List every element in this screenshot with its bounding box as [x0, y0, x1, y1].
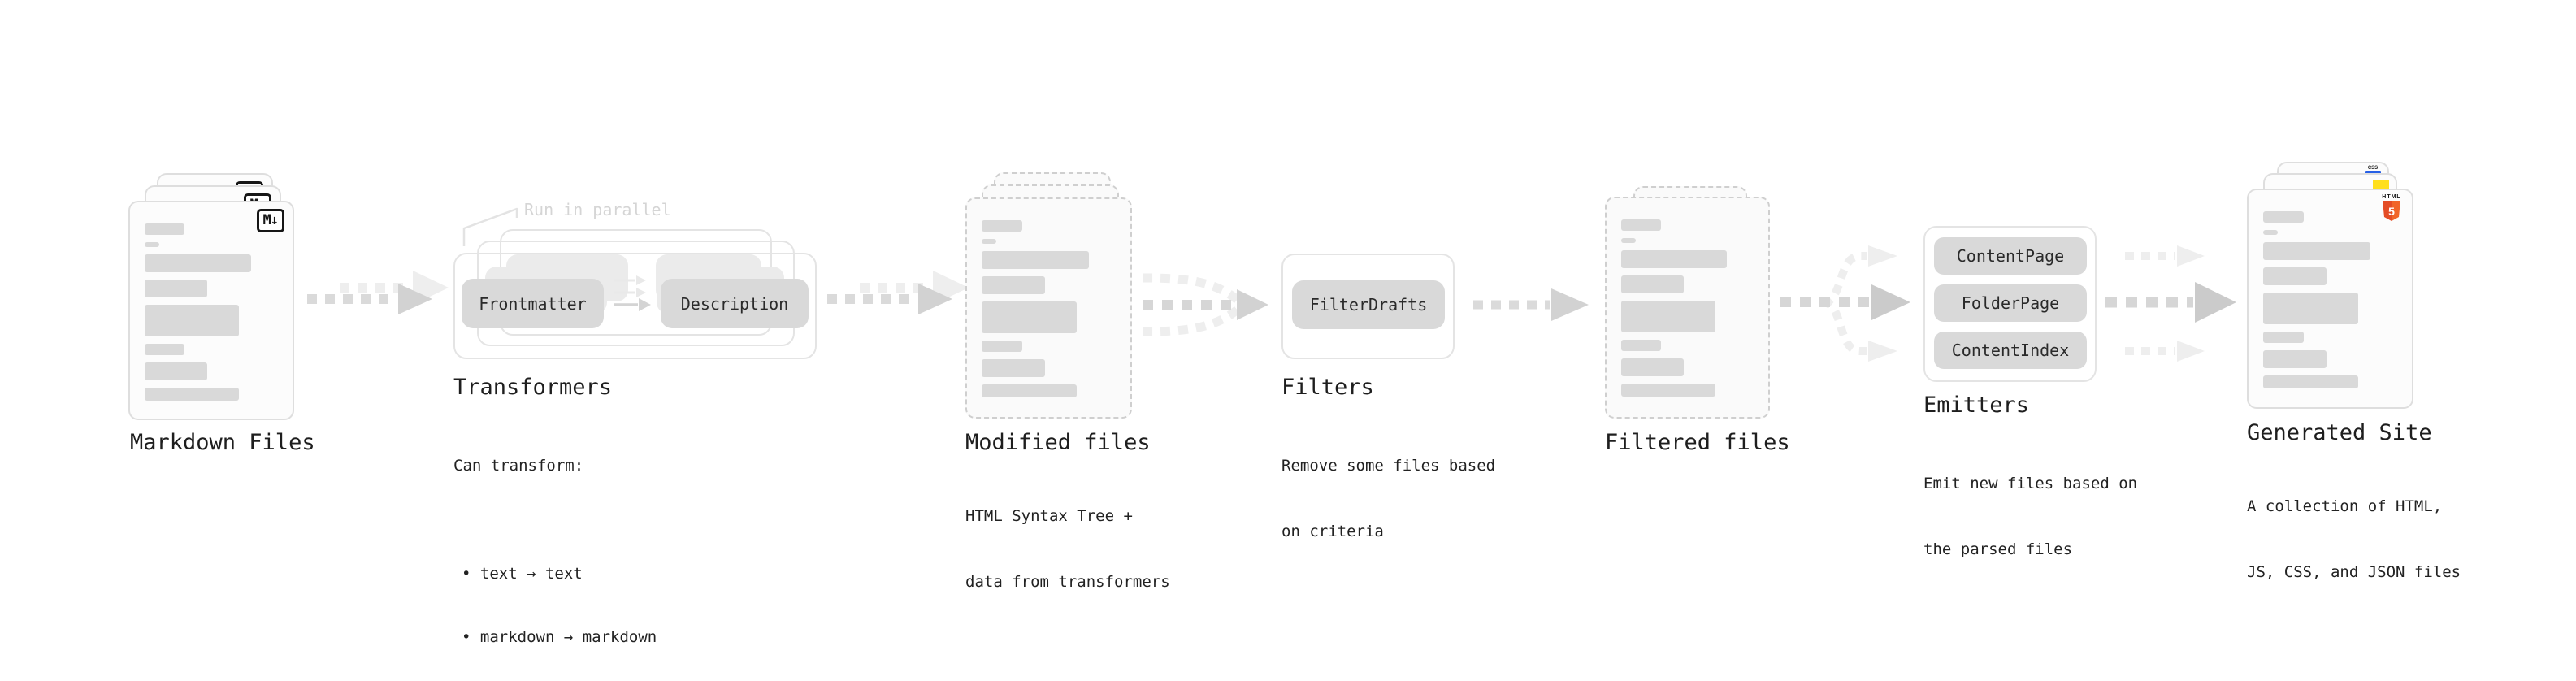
transformer-step-arrows: [614, 275, 651, 311]
label-filters: Filters: [1281, 375, 1374, 400]
emitters-desc-line: the parsed files: [1923, 540, 2073, 558]
modified-file-front: [965, 197, 1132, 419]
transformers-desc-title: Can transform:: [453, 457, 584, 475]
markdown-icon: M↓: [256, 209, 284, 232]
doc-content-bars: [1621, 219, 1754, 397]
filter-pill-filterdrafts: FilterDrafts: [1292, 280, 1445, 329]
css-icon-bar: [2365, 171, 2381, 174]
label-modified-files: Modified files: [965, 430, 1151, 455]
transformers-bullet: • markdown → markdown: [462, 628, 657, 646]
modified-desc-line: data from transformers: [965, 573, 1170, 591]
label-markdown-files: Markdown Files: [130, 430, 315, 455]
transformers-bullet: • text → text: [462, 565, 583, 583]
arrow-filters-to-filtered: [1473, 288, 1589, 321]
emitters-desc-line: Emit new files based on: [1923, 475, 2138, 492]
generated-desc-line: A collection of HTML,: [2247, 497, 2443, 515]
transformer-frame-front: [453, 253, 817, 359]
filters-desc-line: on criteria: [1281, 523, 1384, 540]
run-in-parallel-label: Run in parallel: [524, 200, 671, 219]
generated-desc-line: JS, CSS, and JSON files: [2247, 563, 2461, 581]
label-generated-site: Generated Site: [2247, 420, 2432, 445]
modified-description: HTML Syntax Tree + data from transformer…: [965, 462, 1170, 637]
modified-desc-line: HTML Syntax Tree +: [965, 507, 1133, 525]
arrow-transformers-to-modified: [827, 271, 969, 314]
doc-content-bars: [2263, 211, 2397, 388]
arrow-emitters-to-generated: [2105, 245, 2236, 362]
css-icon: CSS: [2365, 166, 2381, 174]
filters-description: Remove some files based on criteria: [1281, 411, 1495, 587]
emitter-pill-folderpage: FolderPage: [1934, 284, 2087, 322]
html5-icon-label: HTML: [2382, 194, 2401, 200]
html5-icon-shield: 5: [2383, 201, 2400, 221]
generated-description: A collection of HTML, JS, CSS, and JSON …: [2247, 452, 2461, 627]
transformers-description: Can transform: • text → text • markdown …: [453, 411, 657, 681]
emitter-pill-contentindex: ContentIndex: [1934, 332, 2087, 369]
arrow-modified-to-filters-merge: [1142, 273, 1268, 336]
arrow-filtered-to-emitters-fanout: [1780, 245, 1910, 362]
doc-content-bars: [145, 223, 278, 401]
filtered-file-front: [1605, 197, 1770, 419]
run-in-parallel-callout-line: [462, 207, 518, 246]
html5-icon: HTML 5: [2381, 194, 2402, 221]
label-emitters: Emitters: [1923, 393, 2030, 418]
transformer-pill-frontmatter: Frontmatter: [462, 279, 604, 328]
emitters-description: Emit new files based on the parsed files: [1923, 429, 2137, 605]
css-icon-label: CSS: [2367, 166, 2379, 171]
markdown-file-front: M↓: [128, 201, 294, 420]
generated-file-html: HTML 5: [2247, 189, 2413, 409]
js-icon: [2373, 180, 2389, 189]
filters-desc-line: Remove some files based: [1281, 457, 1496, 475]
doc-content-bars: [982, 220, 1116, 397]
transformers-bullet-list: • text → text • markdown → markdown • ht…: [453, 521, 657, 681]
transformer-pill-description: Description: [661, 279, 809, 328]
arrow-markdown-to-transformers: [307, 271, 449, 314]
label-transformers: Transformers: [453, 375, 613, 400]
emitter-pill-contentpage: ContentPage: [1934, 237, 2087, 275]
label-filtered-files: Filtered files: [1605, 430, 1790, 455]
